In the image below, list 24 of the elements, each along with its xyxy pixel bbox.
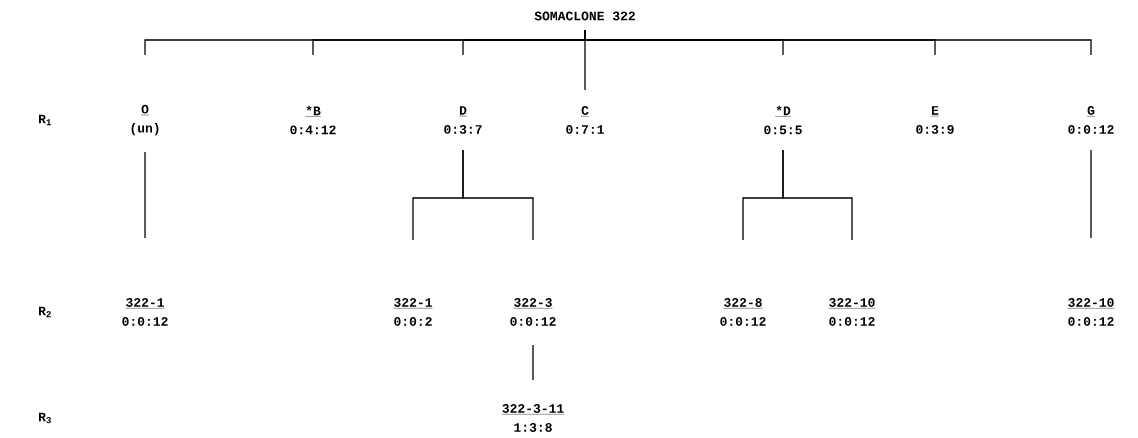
clone-label: 322-10 0:0:12 bbox=[828, 298, 876, 326]
row-label: R$_{1}$ bbox=[39, 114, 51, 126]
row-label: R$_{2}$ bbox=[39, 306, 51, 318]
clone-label: 322-10 0:0:12 bbox=[1067, 298, 1115, 326]
clone-label: E 0:3:9 bbox=[916, 106, 954, 134]
clone-label: O (un) bbox=[131, 104, 159, 136]
clone-label: 322-3 0:0:12 bbox=[510, 298, 556, 326]
title-text: SOMACLONE 322 bbox=[534, 11, 635, 21]
clone-label: 322-1 0:0:2 bbox=[393, 298, 433, 326]
row-label: R$_{3}$ bbox=[39, 412, 51, 424]
tree-line bbox=[782, 149, 853, 241]
tree-line bbox=[144, 151, 146, 239]
tree-line bbox=[532, 344, 534, 381]
tree-line bbox=[462, 149, 534, 241]
clone-label: C 0:7:1 bbox=[566, 106, 604, 134]
clone-label: D 0:3:7 bbox=[444, 106, 482, 134]
clone-label: 322-1 0:0:12 bbox=[122, 298, 168, 326]
clone-label: 322-8 0:0:12 bbox=[720, 298, 766, 326]
tree-line bbox=[1090, 149, 1092, 239]
clone-label: *B 0:4:12 bbox=[290, 105, 336, 135]
clone-label: 322-3-11 1:3:8 bbox=[501, 404, 565, 432]
tree-line bbox=[584, 29, 1092, 56]
clone-label: G 0:0:12 bbox=[1068, 106, 1114, 134]
clone-label: *D 0:5:5 bbox=[764, 105, 802, 135]
